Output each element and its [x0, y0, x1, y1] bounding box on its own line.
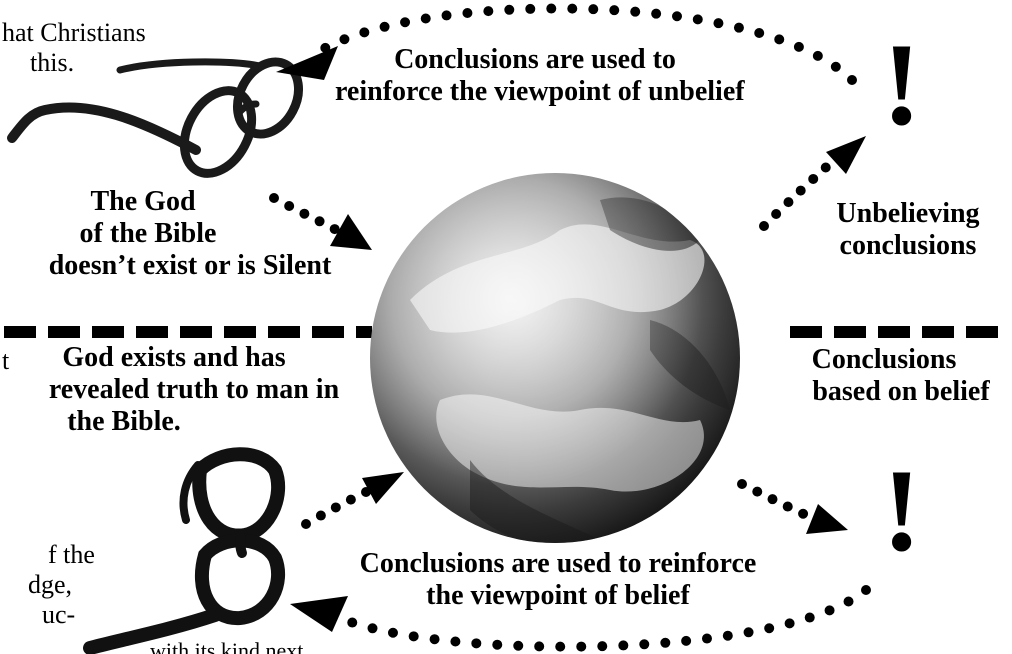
top-feedback-label-line2: reinforce the viewpoint of unbelief: [335, 76, 735, 108]
cropped-text-top-left-line1: hat Christians: [2, 18, 146, 48]
cropped-text-bottom-left-line1: f the: [2, 540, 95, 570]
bottom-exclamation-mark: !: [882, 452, 921, 570]
bottom-presupposition-line1: God exists and has: [14, 342, 374, 374]
bottom-output-dots: [742, 484, 808, 516]
cropped-text-top-left-line2: this.: [2, 48, 146, 78]
bottom-input-arrowhead: [362, 472, 404, 504]
cropped-text-bottom-left-line2: dge,: [2, 570, 95, 600]
bottom-presupposition-label: God exists and has revealed truth to man…: [14, 342, 374, 438]
bottom-conclusion-line2: based on belief: [790, 376, 1012, 408]
bottom-input-dots: [306, 490, 370, 524]
cropped-text-bottom-left: f the dge, uc-: [2, 540, 95, 630]
top-exclamation-mark: !: [882, 26, 921, 144]
bottom-conclusion-label: Conclusions based on belief: [790, 344, 1012, 408]
cropped-text-bottom-left-line3: uc-: [2, 600, 95, 630]
top-presupposition-line3: doesn’t exist or is Silent: [0, 250, 380, 282]
bottom-presupposition-line3: the Bible.: [14, 406, 374, 438]
top-presupposition-line1: The God: [0, 186, 380, 218]
top-presupposition-label: The God of the Bible doesn’t exist or is…: [0, 186, 380, 282]
cropped-text-bottom-edge: with its kind next: [150, 636, 303, 654]
cropped-text-left-mid: t: [2, 346, 9, 376]
bottom-presupposition-line2: revealed truth to man in: [14, 374, 374, 406]
top-conclusion-label: Unbelieving conclusions: [808, 198, 1008, 262]
top-conclusion-line1: Unbelieving: [808, 198, 1008, 230]
cropped-text-top-left: hat Christians this.: [2, 18, 146, 78]
top-output-arrowhead: [826, 136, 866, 174]
top-feedback-label-line1: Conclusions are used to: [335, 44, 735, 76]
top-presupposition-line2: of the Bible: [0, 218, 380, 250]
bottom-feedback-label-line1: Conclusions are used to reinforce: [318, 548, 798, 580]
bottom-conclusion-line1: Conclusions: [790, 344, 1012, 376]
top-feedback-label: Conclusions are used to reinforce the vi…: [335, 44, 735, 108]
eyeglasses-dark-frame-icon: [90, 454, 278, 648]
bottom-output-arrowhead: [806, 504, 848, 534]
earth-globe-icon: [370, 173, 740, 548]
bottom-feedback-label-line2: the viewpoint of belief: [318, 580, 798, 612]
bottom-feedback-label: Conclusions are used to reinforce the vi…: [318, 548, 798, 612]
top-conclusion-line2: conclusions: [808, 230, 1008, 262]
